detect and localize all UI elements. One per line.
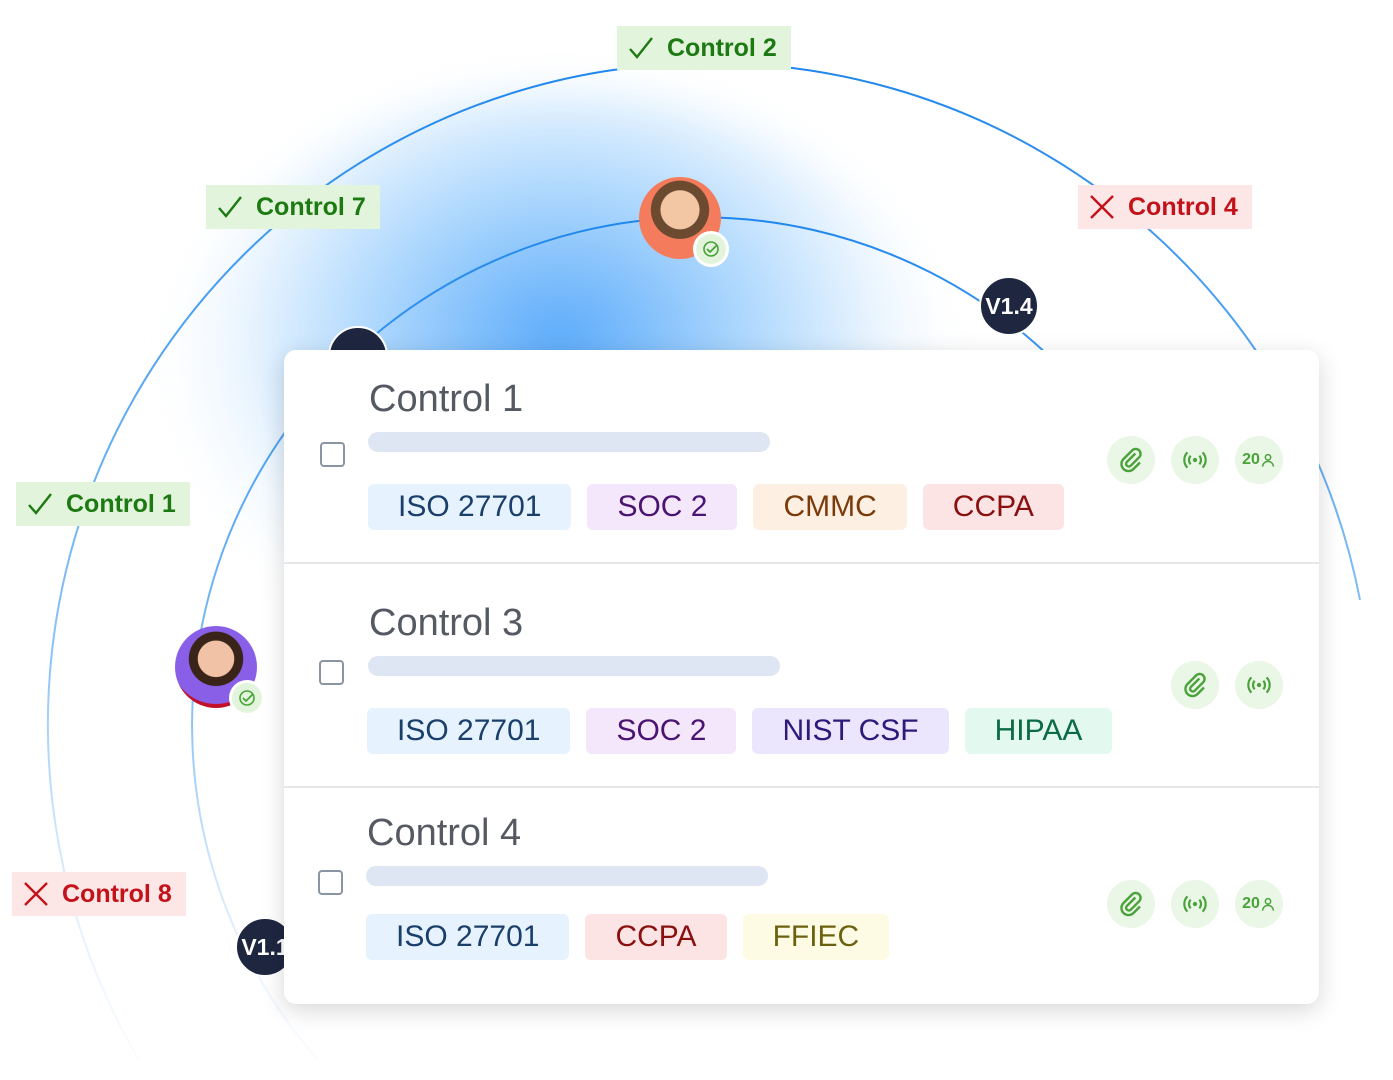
framework-tag: HIPAA	[964, 708, 1113, 754]
control-row[interactable]: Control 1 ISO 27701 SOC 2 CMMC CCPA 20	[284, 350, 1319, 564]
monitoring-button[interactable]	[1171, 880, 1219, 928]
controls-card: Control 1 ISO 27701 SOC 2 CMMC CCPA 20 C…	[284, 350, 1319, 1004]
x-icon	[24, 882, 48, 906]
monitoring-button[interactable]	[1235, 661, 1283, 709]
framework-tag: SOC 2	[587, 484, 738, 530]
avatar-man	[639, 177, 729, 267]
control-row[interactable]: Control 3 ISO 27701 SOC 2 NIST CSF HIPAA	[284, 564, 1319, 788]
control-title: Control 1	[369, 378, 524, 420]
framework-tag: CCPA	[922, 484, 1064, 530]
attachment-button[interactable]	[1107, 880, 1155, 928]
version-badge: V1.4	[979, 276, 1039, 336]
broadcast-icon	[1183, 895, 1207, 913]
check-badge-icon	[229, 680, 265, 716]
row-checkbox[interactable]	[318, 870, 343, 895]
description-placeholder	[366, 866, 768, 886]
avatar-woman	[175, 626, 265, 716]
row-checkbox[interactable]	[319, 660, 344, 685]
attachment-button[interactable]	[1171, 661, 1219, 709]
framework-tag: FFIEC	[742, 914, 890, 960]
paperclip-icon	[1120, 447, 1142, 473]
control-title: Control 3	[369, 602, 524, 644]
x-icon	[1090, 195, 1114, 219]
control-row[interactable]: Control 4 ISO 27701 CCPA FFIEC 20	[284, 788, 1319, 1004]
framework-tag: ISO 27701	[366, 914, 570, 960]
floating-control-label: Control 1	[16, 482, 190, 526]
framework-tag: ISO 27701	[367, 708, 571, 754]
check-icon	[218, 196, 242, 218]
broadcast-icon	[1247, 676, 1271, 694]
check-icon	[28, 493, 52, 515]
paperclip-icon	[1120, 891, 1142, 917]
control-title: Control 4	[367, 812, 522, 854]
framework-tag: SOC 2	[586, 708, 737, 754]
framework-tag: CMMC	[753, 484, 907, 530]
broadcast-icon	[1183, 451, 1207, 469]
floating-control-label: Control 7	[206, 185, 380, 229]
outer-orbit	[46, 61, 1361, 1061]
description-placeholder	[368, 656, 780, 676]
description-placeholder	[368, 432, 770, 452]
framework-tag: ISO 27701	[368, 484, 572, 530]
floating-control-label: Control 4	[1078, 185, 1252, 229]
check-badge-icon	[693, 231, 729, 267]
floating-control-label: Control 8	[12, 872, 186, 916]
floating-control-label: Control 2	[617, 26, 791, 70]
user-icon	[1261, 453, 1274, 467]
assignees-button[interactable]: 20	[1235, 880, 1283, 928]
check-icon	[629, 37, 653, 59]
assignees-button[interactable]: 20	[1235, 436, 1283, 484]
user-icon	[1261, 897, 1274, 911]
attachment-button[interactable]	[1107, 436, 1155, 484]
framework-tag: CCPA	[585, 914, 727, 960]
monitoring-button[interactable]	[1171, 436, 1219, 484]
framework-tag: NIST CSF	[752, 708, 949, 754]
paperclip-icon	[1184, 672, 1206, 698]
row-checkbox[interactable]	[320, 442, 345, 467]
